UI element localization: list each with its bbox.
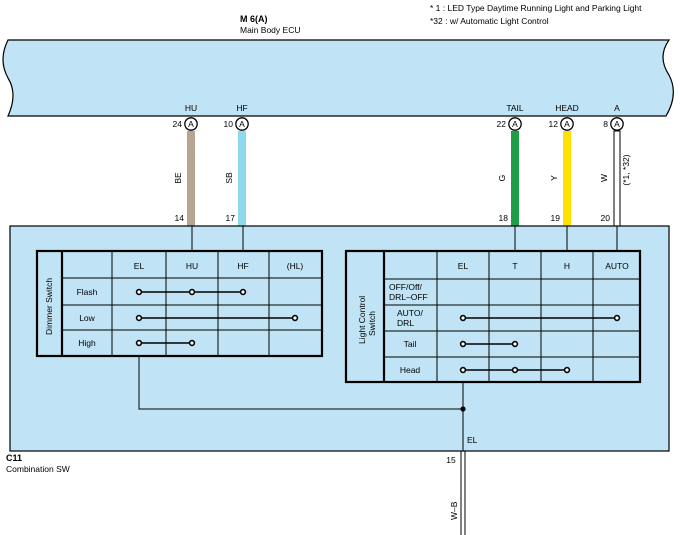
contact-dot [135, 288, 143, 296]
wire-head-pin-top: 12 [549, 119, 559, 129]
junction-dot [460, 406, 466, 412]
wire-tail-body [511, 131, 519, 226]
switch-name: Combination SW [6, 464, 70, 474]
wire-head-body [563, 131, 571, 226]
wire-tail-pin-top: 22 [497, 119, 507, 129]
light-col-el: EL [458, 261, 469, 271]
dimmer-col-el: EL [134, 261, 145, 271]
wire-tail-ecu-terminal: TAIL [506, 103, 524, 113]
dimmer-table-border [35, 249, 324, 358]
wire-a-color-code: W [599, 174, 609, 182]
wire-hu-body [187, 131, 195, 226]
light-continuity [459, 314, 621, 374]
wire-tail-connector [508, 117, 522, 131]
light-control-switch-table: Light Control Switch EL T H AUTO OFF/Off… [344, 249, 642, 384]
contact-dot [291, 314, 299, 322]
ground-color-code: W–B [449, 501, 459, 520]
dimmer-row-low: Low [79, 313, 95, 323]
light-col-t: T [512, 261, 517, 271]
wire-head-ecu-terminal: HEAD [555, 103, 579, 113]
wire-a-note: (*1, *32) [621, 154, 631, 185]
wire-hu-ecu-terminal: HU [185, 103, 197, 113]
wire-hu-color-code: BE [173, 172, 183, 184]
light-row-auto-2: DRL [397, 318, 414, 328]
contact-dot [239, 288, 247, 296]
dimmer-continuity [135, 288, 299, 347]
wire-hf-pin-bottom: 17 [226, 213, 236, 223]
wire-head-color-code: Y [549, 175, 559, 181]
light-row-off-1: OFF/Off/ [389, 282, 423, 292]
wire-hu-connector [184, 117, 198, 131]
light-table-border [344, 249, 642, 384]
contact-dot [188, 339, 196, 347]
internal-wiring [138, 226, 618, 451]
wire-a-pin-bottom: 20 [601, 213, 611, 223]
wire-a-ecu-terminal: A [614, 103, 620, 113]
wire-tail-color-code: G [497, 175, 507, 182]
contact-dot [459, 340, 467, 348]
contact-dot [135, 339, 143, 347]
ground-wire [460, 451, 466, 535]
contact-dot [135, 314, 143, 322]
wire-hf-connector-letter: A [239, 119, 245, 129]
dimmer-col-hu: HU [186, 261, 198, 271]
dimmer-row-high: High [78, 338, 96, 348]
wire-head-connector-letter: A [564, 119, 570, 129]
wire-tail-pin-bottom: 18 [499, 213, 509, 223]
contact-dot [188, 288, 196, 296]
note-2: *32 : w/ Automatic Light Control [430, 16, 549, 26]
wire-hf-color-code: SB [224, 172, 234, 184]
wire-a-connector-letter: A [614, 119, 620, 129]
internal-wire-el-dimmer [138, 356, 463, 410]
light-switch-label-2: Switch [367, 311, 377, 336]
wire-hu-pin-bottom: 14 [175, 213, 185, 223]
light-row-head: Head [400, 365, 421, 375]
wire-head-connector [560, 117, 574, 131]
wire-a-body [613, 130, 621, 227]
panel-terminal-el: EL [467, 435, 478, 445]
contact-dot [613, 314, 621, 322]
wire-tail-connector-letter: A [512, 119, 518, 129]
light-col-h: H [564, 261, 570, 271]
contact-dot [511, 340, 519, 348]
dimmer-row-flash: Flash [77, 287, 98, 297]
light-switch-label-1: Light Control [357, 296, 367, 344]
dimmer-col-hl: (HL) [287, 261, 304, 271]
main-body-ecu-block [2, 39, 674, 117]
dimmer-switch-label: Dimmer Switch [44, 278, 54, 335]
wire-hu-pin-top: 24 [173, 119, 183, 129]
note-1: * 1 : LED Type Daytime Running Light and… [430, 3, 642, 13]
wire-head-pin-bottom: 19 [551, 213, 561, 223]
ground-pin: 15 [446, 455, 456, 465]
light-row-auto-1: AUTO/ [397, 308, 423, 318]
contact-dot [459, 314, 467, 322]
wire-hf-connector [235, 117, 249, 131]
light-col-auto: AUTO [605, 261, 629, 271]
contact-dot [511, 366, 519, 374]
wires-layer: AHU2414BEHUAHF1017SBHFATAIL2218GTAHEAD12… [173, 103, 631, 241]
light-row-tail: Tail [404, 339, 417, 349]
ecu-name: Main Body ECU [240, 25, 300, 35]
dimmer-col-hf: HF [237, 261, 248, 271]
wire-hf-pin-top: 10 [224, 119, 234, 129]
wire-hf-ecu-terminal: HF [236, 103, 247, 113]
wire-hf-body [238, 131, 246, 226]
wire-a-pin-top: 8 [603, 119, 608, 129]
dimmer-switch-table: Dimmer Switch EL HU HF (HL) Flash Low Hi… [35, 249, 324, 358]
switch-code: C11 [6, 453, 22, 463]
contact-dot [459, 366, 467, 374]
wire-a-connector [610, 117, 624, 131]
contact-dot [563, 366, 571, 374]
ecu-code: M 6(A) [240, 14, 268, 24]
light-row-off-2: DRL–OFF [389, 292, 428, 302]
wire-hu-connector-letter: A [188, 119, 194, 129]
